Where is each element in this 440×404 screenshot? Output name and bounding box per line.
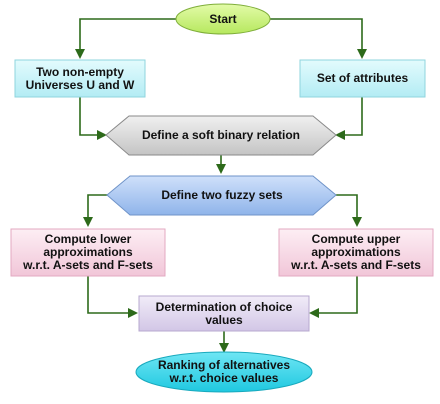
upper-box-shape — [278, 228, 434, 277]
universes-label: Two non-empty Universes U and W — [25, 64, 135, 92]
soft-relation-hexagon-shape — [105, 115, 337, 156]
arrow-attributes-to-relation — [335, 97, 363, 140]
attributes-box-shape — [299, 59, 426, 98]
lower-box-shape — [10, 228, 166, 277]
fuzzy-sets-hexagon-shape — [106, 175, 337, 216]
universes-box-shape — [14, 59, 146, 98]
arrow-fuzzy-to-lower — [83, 194, 108, 227]
lower-approximations-label: Compute lower approximations w.r.t. A-se… — [23, 232, 153, 272]
arrow-fuzzy-to-upper — [336, 194, 362, 227]
attributes-label: Set of attributes — [316, 71, 409, 85]
choice-values-label: Determination of choice values — [155, 299, 293, 327]
start-node-shape — [175, 3, 271, 35]
fuzzy-sets-label: Define two fuzzy sets — [161, 188, 283, 202]
ranking-label: Ranking of alternatives w.r.t. choice va… — [157, 358, 291, 385]
arrow-lower-to-choice — [87, 276, 138, 318]
arrow-start-to-attributes — [270, 18, 367, 59]
arrow-upper-to-choice — [309, 276, 358, 318]
soft-relation-label: Define a soft binary relation — [141, 128, 301, 142]
upper-approximations-label: Compute upper approximations w.r.t. A-se… — [291, 232, 421, 272]
ranking-node-shape — [135, 351, 313, 393]
arrow-universes-to-relation — [79, 97, 107, 140]
arrow-start-to-universes — [75, 18, 176, 59]
choice-box-shape — [138, 295, 310, 332]
start-node-label: Start — [209, 11, 237, 26]
